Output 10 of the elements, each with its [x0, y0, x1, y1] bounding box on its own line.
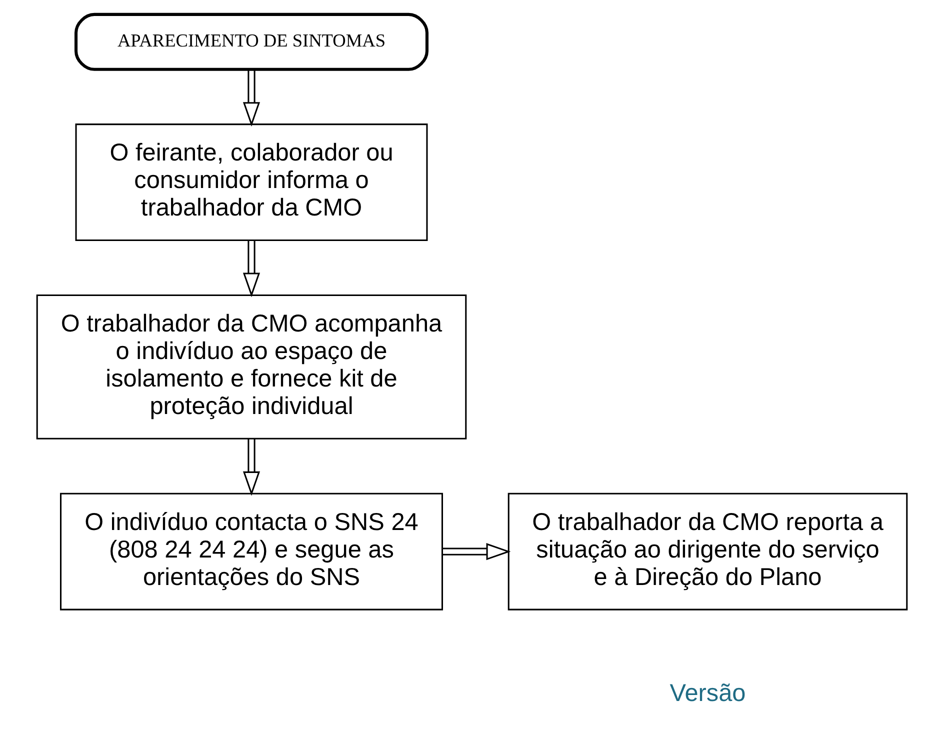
arrow [442, 543, 511, 560]
node-box: O trabalhador da CMO reporta a situação ao dirigente do serviço e à Direção do Plano [508, 492, 908, 610]
node-box: O indivíduo contacta o SNS 24 (808 24 24 24) e segue as orientações do SNS [60, 492, 443, 610]
arrow [242, 438, 260, 496]
node-box: O feirante, colaborador ou consumidor informa o trabalhador da CMO [75, 124, 428, 242]
node-box: APARECIMENTO DE SINTOMAS [74, 12, 428, 71]
node-box: O trabalhador da CMO acompanha o indivíduo ao espaço de isolamento e fornece kit de proteção individual [36, 294, 467, 440]
label: Versão [670, 680, 746, 707]
arrow [242, 70, 260, 127]
arrow [242, 240, 260, 298]
